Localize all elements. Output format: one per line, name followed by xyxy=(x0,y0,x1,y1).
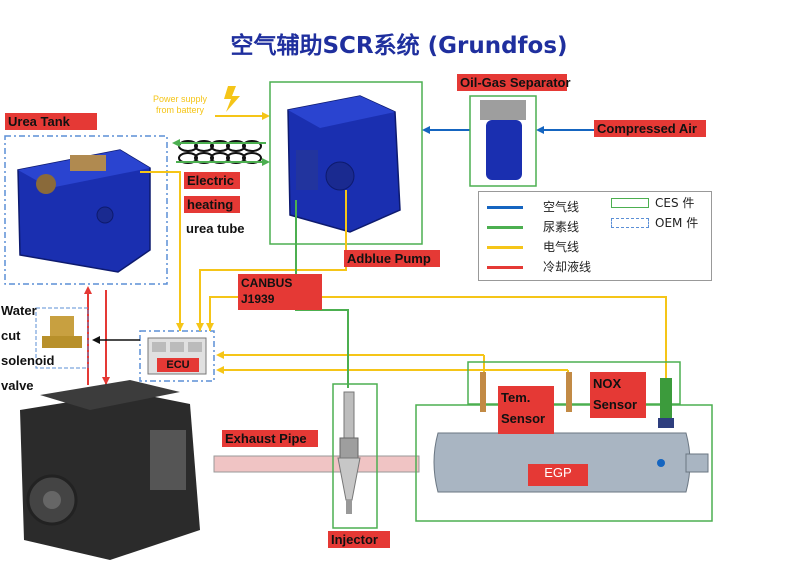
temperature-sensor-icon xyxy=(480,372,572,412)
adblue-pump-label: Adblue Pump xyxy=(344,250,440,267)
exhaust-pipe-label: Exhaust Pipe xyxy=(222,430,318,447)
urea-tube-label: urea tube xyxy=(186,221,245,236)
legend-coolant-line: 冷却液线 xyxy=(543,260,592,274)
egp-label: EGP xyxy=(528,464,588,486)
injector-icon xyxy=(337,391,361,514)
oil-gas-separator-icon xyxy=(480,100,526,180)
legend-oem-part: OEM 件 xyxy=(655,216,699,230)
legend-air-swatch xyxy=(487,206,523,209)
heating-label: heating xyxy=(184,196,240,213)
solenoid-valve-icon xyxy=(42,316,82,348)
compressed-air-label: Compressed Air xyxy=(594,120,706,137)
egp-muffler-icon xyxy=(433,432,709,493)
egp-ces-box xyxy=(415,404,713,522)
legend-oem-swatch xyxy=(611,218,649,228)
water-cut-solenoid-valve-label: Water cut solenoid valve xyxy=(1,303,55,393)
engine-icon xyxy=(20,380,200,560)
nox-sensor-icon xyxy=(658,378,674,428)
exhaust-pipe xyxy=(213,455,420,473)
heating-coil-icon xyxy=(178,140,262,164)
ecu-label: ECU xyxy=(157,358,199,372)
legend-coolant-swatch xyxy=(487,266,523,269)
sensor-ces-box xyxy=(467,361,681,405)
solenoid-valve-box xyxy=(35,307,89,369)
legend-air-line: 空气线 xyxy=(543,200,580,214)
legend-urea-line: 尿素线 xyxy=(543,220,580,234)
adblue-pump-icon xyxy=(287,95,401,233)
electric-label: Electric xyxy=(184,172,240,189)
legend-ces-part: CES 件 xyxy=(655,196,695,210)
lightning-icon xyxy=(224,86,240,112)
legend: 空气线 尿素线 电气线 冷却液线 CES 件 OEM 件 xyxy=(478,191,712,281)
legend-ces-swatch xyxy=(611,198,649,208)
oil-gas-separator-label: Oil-Gas Separator xyxy=(457,74,571,91)
urea-tank-label: Urea Tank xyxy=(5,113,97,130)
ecu-oem-box xyxy=(139,330,215,382)
injector-label: Injector xyxy=(328,531,390,548)
legend-electric-swatch xyxy=(487,246,523,249)
diagram-title: 空气辅助SCR系统 (Grundfos) xyxy=(230,33,568,59)
power-supply-label: Power supply from battery xyxy=(152,94,208,115)
urea-tank-icon xyxy=(17,149,151,273)
legend-urea-swatch xyxy=(487,226,523,229)
nox-sensor-label: NOX Sensor xyxy=(590,372,646,418)
legend-electric-line: 电气线 xyxy=(543,240,580,254)
injector-ces-box xyxy=(332,383,378,529)
canbus-label: CANBUS J1939 xyxy=(238,274,322,310)
urea-tank-oem-box xyxy=(4,135,168,285)
separator-ces-box xyxy=(469,95,537,187)
tem-sensor-label: Tem. Sensor xyxy=(498,386,554,434)
